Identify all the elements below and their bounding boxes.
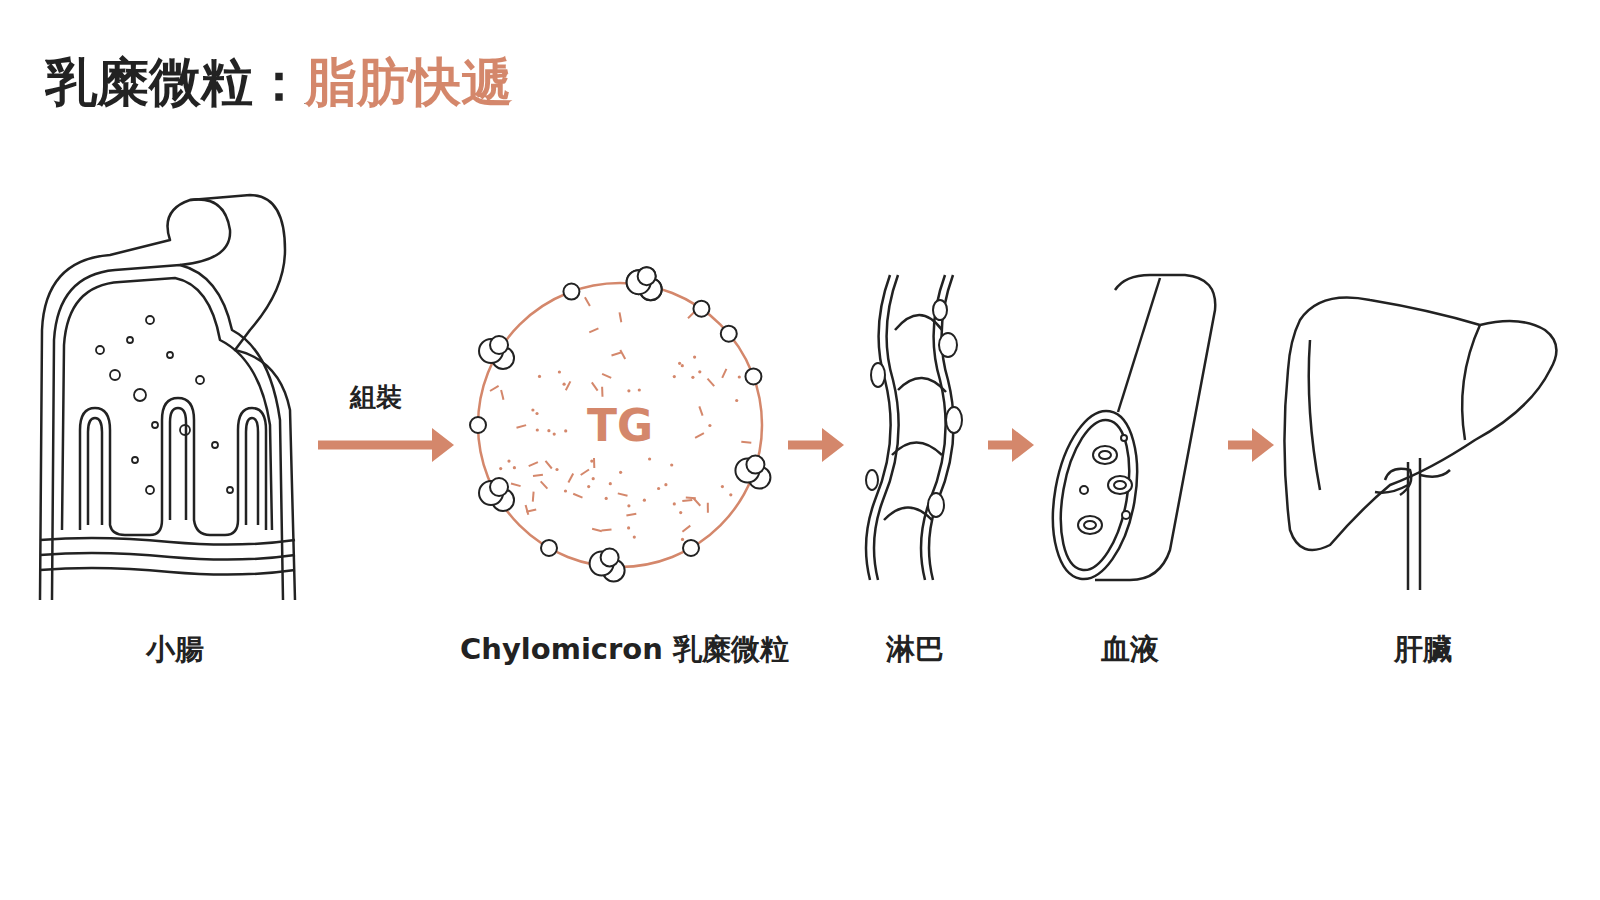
stage-label: 淋巴: [850, 630, 980, 670]
flow-arrow: [318, 428, 454, 462]
stage-label: 小腸: [40, 630, 310, 670]
stage-label: 肝臟: [1280, 630, 1565, 670]
liver-node: 肝臟: [1280, 270, 1565, 670]
stage-label: 血液: [1040, 630, 1220, 670]
intestine-node: 小腸: [40, 190, 310, 670]
chylomicron-node: TG Chylomicron 乳糜微粒: [460, 265, 780, 670]
diagram-title: 乳糜微粒：脂肪快遞: [45, 48, 513, 118]
content-label: TG: [587, 400, 653, 451]
blood-node: 血液: [1040, 270, 1220, 670]
edge-label: 組裝: [350, 380, 402, 415]
flow-arrow: [788, 428, 844, 462]
liver-illustration: [1280, 270, 1565, 590]
intestine-illustration: [40, 190, 310, 610]
stage-label: Chylomicron 乳糜微粒: [460, 630, 780, 670]
blood-vessel-illustration: [1040, 270, 1220, 590]
lymph-vessel-illustration: [850, 270, 980, 590]
flow-arrow: [1228, 428, 1274, 462]
lymph-node: 淋巴: [850, 270, 980, 670]
flow-arrow: [988, 428, 1034, 462]
